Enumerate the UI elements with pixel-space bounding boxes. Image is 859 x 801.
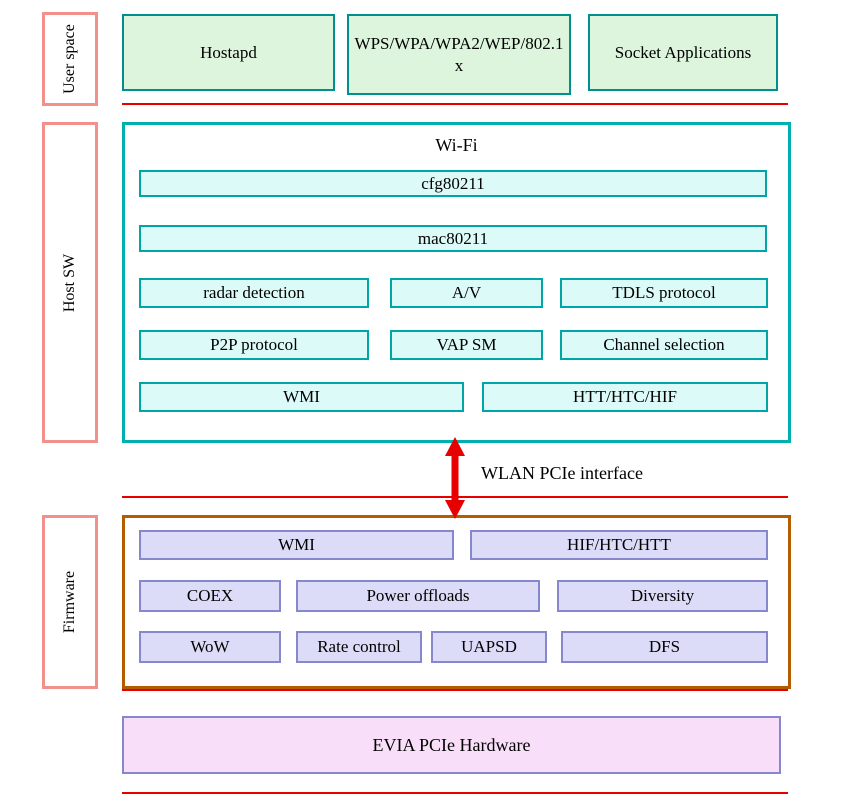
- box-dfs: DFS: [561, 631, 768, 663]
- box-label: WoW: [190, 637, 230, 657]
- box-label: WPS/WPA/WPA2/WEP/802.1x: [354, 34, 564, 75]
- box-label: Diversity: [630, 586, 695, 606]
- box-cfg80211: cfg80211: [139, 170, 767, 197]
- section-label-firmware: Firmware: [42, 515, 98, 689]
- box-label: COEX: [186, 586, 234, 606]
- box-coex: COEX: [139, 580, 281, 612]
- box-wps-wpa: WPS/WPA/WPA2/WEP/802.1x: [347, 14, 571, 95]
- box-mac80211: mac80211: [139, 225, 767, 252]
- box-label: VAP SM: [436, 335, 497, 355]
- box-label: HIF/HTC/HTT: [567, 535, 671, 555]
- box-av: A/V: [390, 278, 543, 308]
- box-rate-control: Rate control: [296, 631, 422, 663]
- box-tdls-protocol: TDLS protocol: [560, 278, 768, 308]
- separator-line-bottom: [122, 792, 788, 794]
- box-hif-htc-htt: HIF/HTC/HTT: [470, 530, 768, 560]
- box-power-offloads: Power offloads: [296, 580, 540, 612]
- host-sw-container: Wi-Fi cfg80211 mac80211 radar detection …: [122, 122, 791, 443]
- box-label: radar detection: [203, 283, 305, 303]
- box-label: TDLS protocol: [612, 283, 716, 303]
- separator-line-user-space: [122, 103, 788, 105]
- section-label-host-sw: Host SW: [42, 122, 98, 443]
- box-wow: WoW: [139, 631, 281, 663]
- box-radar-detection: radar detection: [139, 278, 369, 308]
- box-channel-selection: Channel selection: [560, 330, 768, 360]
- box-label: EVIA PCIe Hardware: [372, 734, 531, 755]
- section-label-text: Firmware: [61, 570, 79, 634]
- box-label: P2P protocol: [210, 335, 298, 355]
- box-label: WMI: [283, 387, 320, 407]
- box-host-wmi: WMI: [139, 382, 464, 412]
- box-diversity: Diversity: [557, 580, 768, 612]
- box-label: UAPSD: [461, 637, 517, 657]
- box-label: DFS: [648, 637, 681, 657]
- box-uapsd: UAPSD: [431, 631, 547, 663]
- box-hostapd: Hostapd: [122, 14, 335, 91]
- box-label: HTT/HTC/HIF: [573, 387, 677, 407]
- box-label: cfg80211: [421, 173, 485, 193]
- box-evia-pcie-hardware: EVIA PCIe Hardware: [122, 716, 781, 774]
- box-label: mac80211: [417, 228, 489, 248]
- box-p2p-protocol: P2P protocol: [139, 330, 369, 360]
- box-label: Rate control: [317, 637, 401, 657]
- box-label: A/V: [451, 283, 482, 303]
- wifi-title: Wi-Fi: [435, 135, 478, 155]
- box-htt-htc-hif: HTT/HTC/HIF: [482, 382, 768, 412]
- section-label-text: Host SW: [61, 253, 79, 312]
- box-socket-applications: Socket Applications: [588, 14, 778, 91]
- box-vap-sm: VAP SM: [390, 330, 543, 360]
- box-label: Power offloads: [366, 586, 470, 606]
- firmware-container: WMI HIF/HTC/HTT COEX Power offloads Dive…: [122, 515, 791, 689]
- box-label: Channel selection: [603, 335, 725, 355]
- section-label-text: User space: [61, 24, 78, 94]
- pcie-double-arrow-icon: [445, 437, 465, 519]
- section-label-user-space: User space: [42, 12, 98, 106]
- box-label: Hostapd: [200, 42, 257, 62]
- separator-line-firmware: [122, 689, 788, 691]
- pcie-interface-label: WLAN PCIe interface: [481, 463, 643, 483]
- box-label: WMI: [278, 535, 315, 555]
- box-fw-wmi: WMI: [139, 530, 454, 560]
- box-label: Socket Applications: [614, 42, 752, 62]
